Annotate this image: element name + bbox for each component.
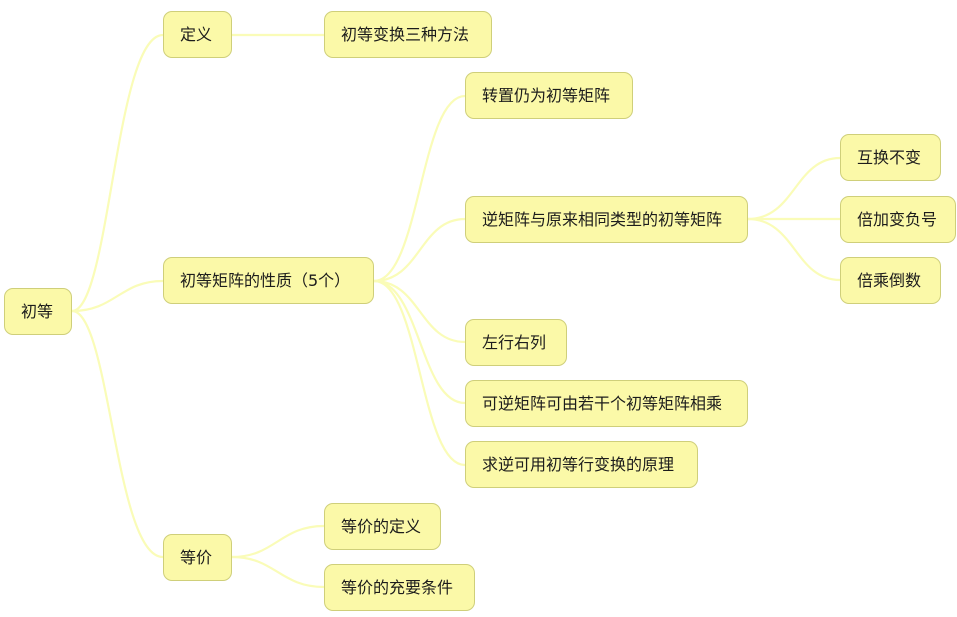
edge-properties-product — [372, 279, 467, 405]
edge-properties-inverse — [372, 217, 467, 283]
elementary-transform-methods-node[interactable]: 初等变换三种方法 — [324, 11, 492, 58]
swap-unchanged-node[interactable]: 互换不变 — [840, 134, 941, 181]
edge-root-properties — [70, 279, 165, 313]
edge-equivalence-definition — [230, 524, 326, 559]
definition-node[interactable]: 定义 — [163, 11, 232, 58]
edge-properties-left-row — [372, 279, 467, 344]
root-node[interactable]: 初等 — [4, 288, 72, 335]
inverse-matrix-node[interactable]: 逆矩阵与原来相同类型的初等矩阵 — [465, 196, 748, 243]
invertible-product-node[interactable]: 可逆矩阵可由若干个初等矩阵相乘 — [465, 380, 748, 427]
inverse-by-row-ops-node[interactable]: 求逆可用初等行变换的原理 — [465, 441, 698, 488]
scale-reciprocal-node[interactable]: 倍乘倒数 — [840, 257, 941, 304]
edge-properties-transpose — [372, 94, 467, 283]
edge-root-definition — [70, 33, 165, 313]
equivalence-definition-node[interactable]: 等价的定义 — [324, 503, 441, 550]
edge-inverse-scale — [746, 217, 842, 282]
edge-properties-row-ops — [372, 279, 467, 467]
transpose-node[interactable]: 转置仍为初等矩阵 — [465, 72, 633, 119]
properties-node[interactable]: 初等矩阵的性质（5个） — [163, 257, 374, 304]
equivalence-node[interactable]: 等价 — [163, 534, 232, 581]
edge-inverse-swap — [746, 156, 842, 221]
left-row-right-column-node[interactable]: 左行右列 — [465, 319, 567, 366]
edge-equivalence-condition — [230, 555, 326, 589]
edge-root-equivalence — [70, 309, 165, 559]
equivalence-condition-node[interactable]: 等价的充要条件 — [324, 564, 475, 611]
add-negate-node[interactable]: 倍加变负号 — [840, 196, 956, 243]
